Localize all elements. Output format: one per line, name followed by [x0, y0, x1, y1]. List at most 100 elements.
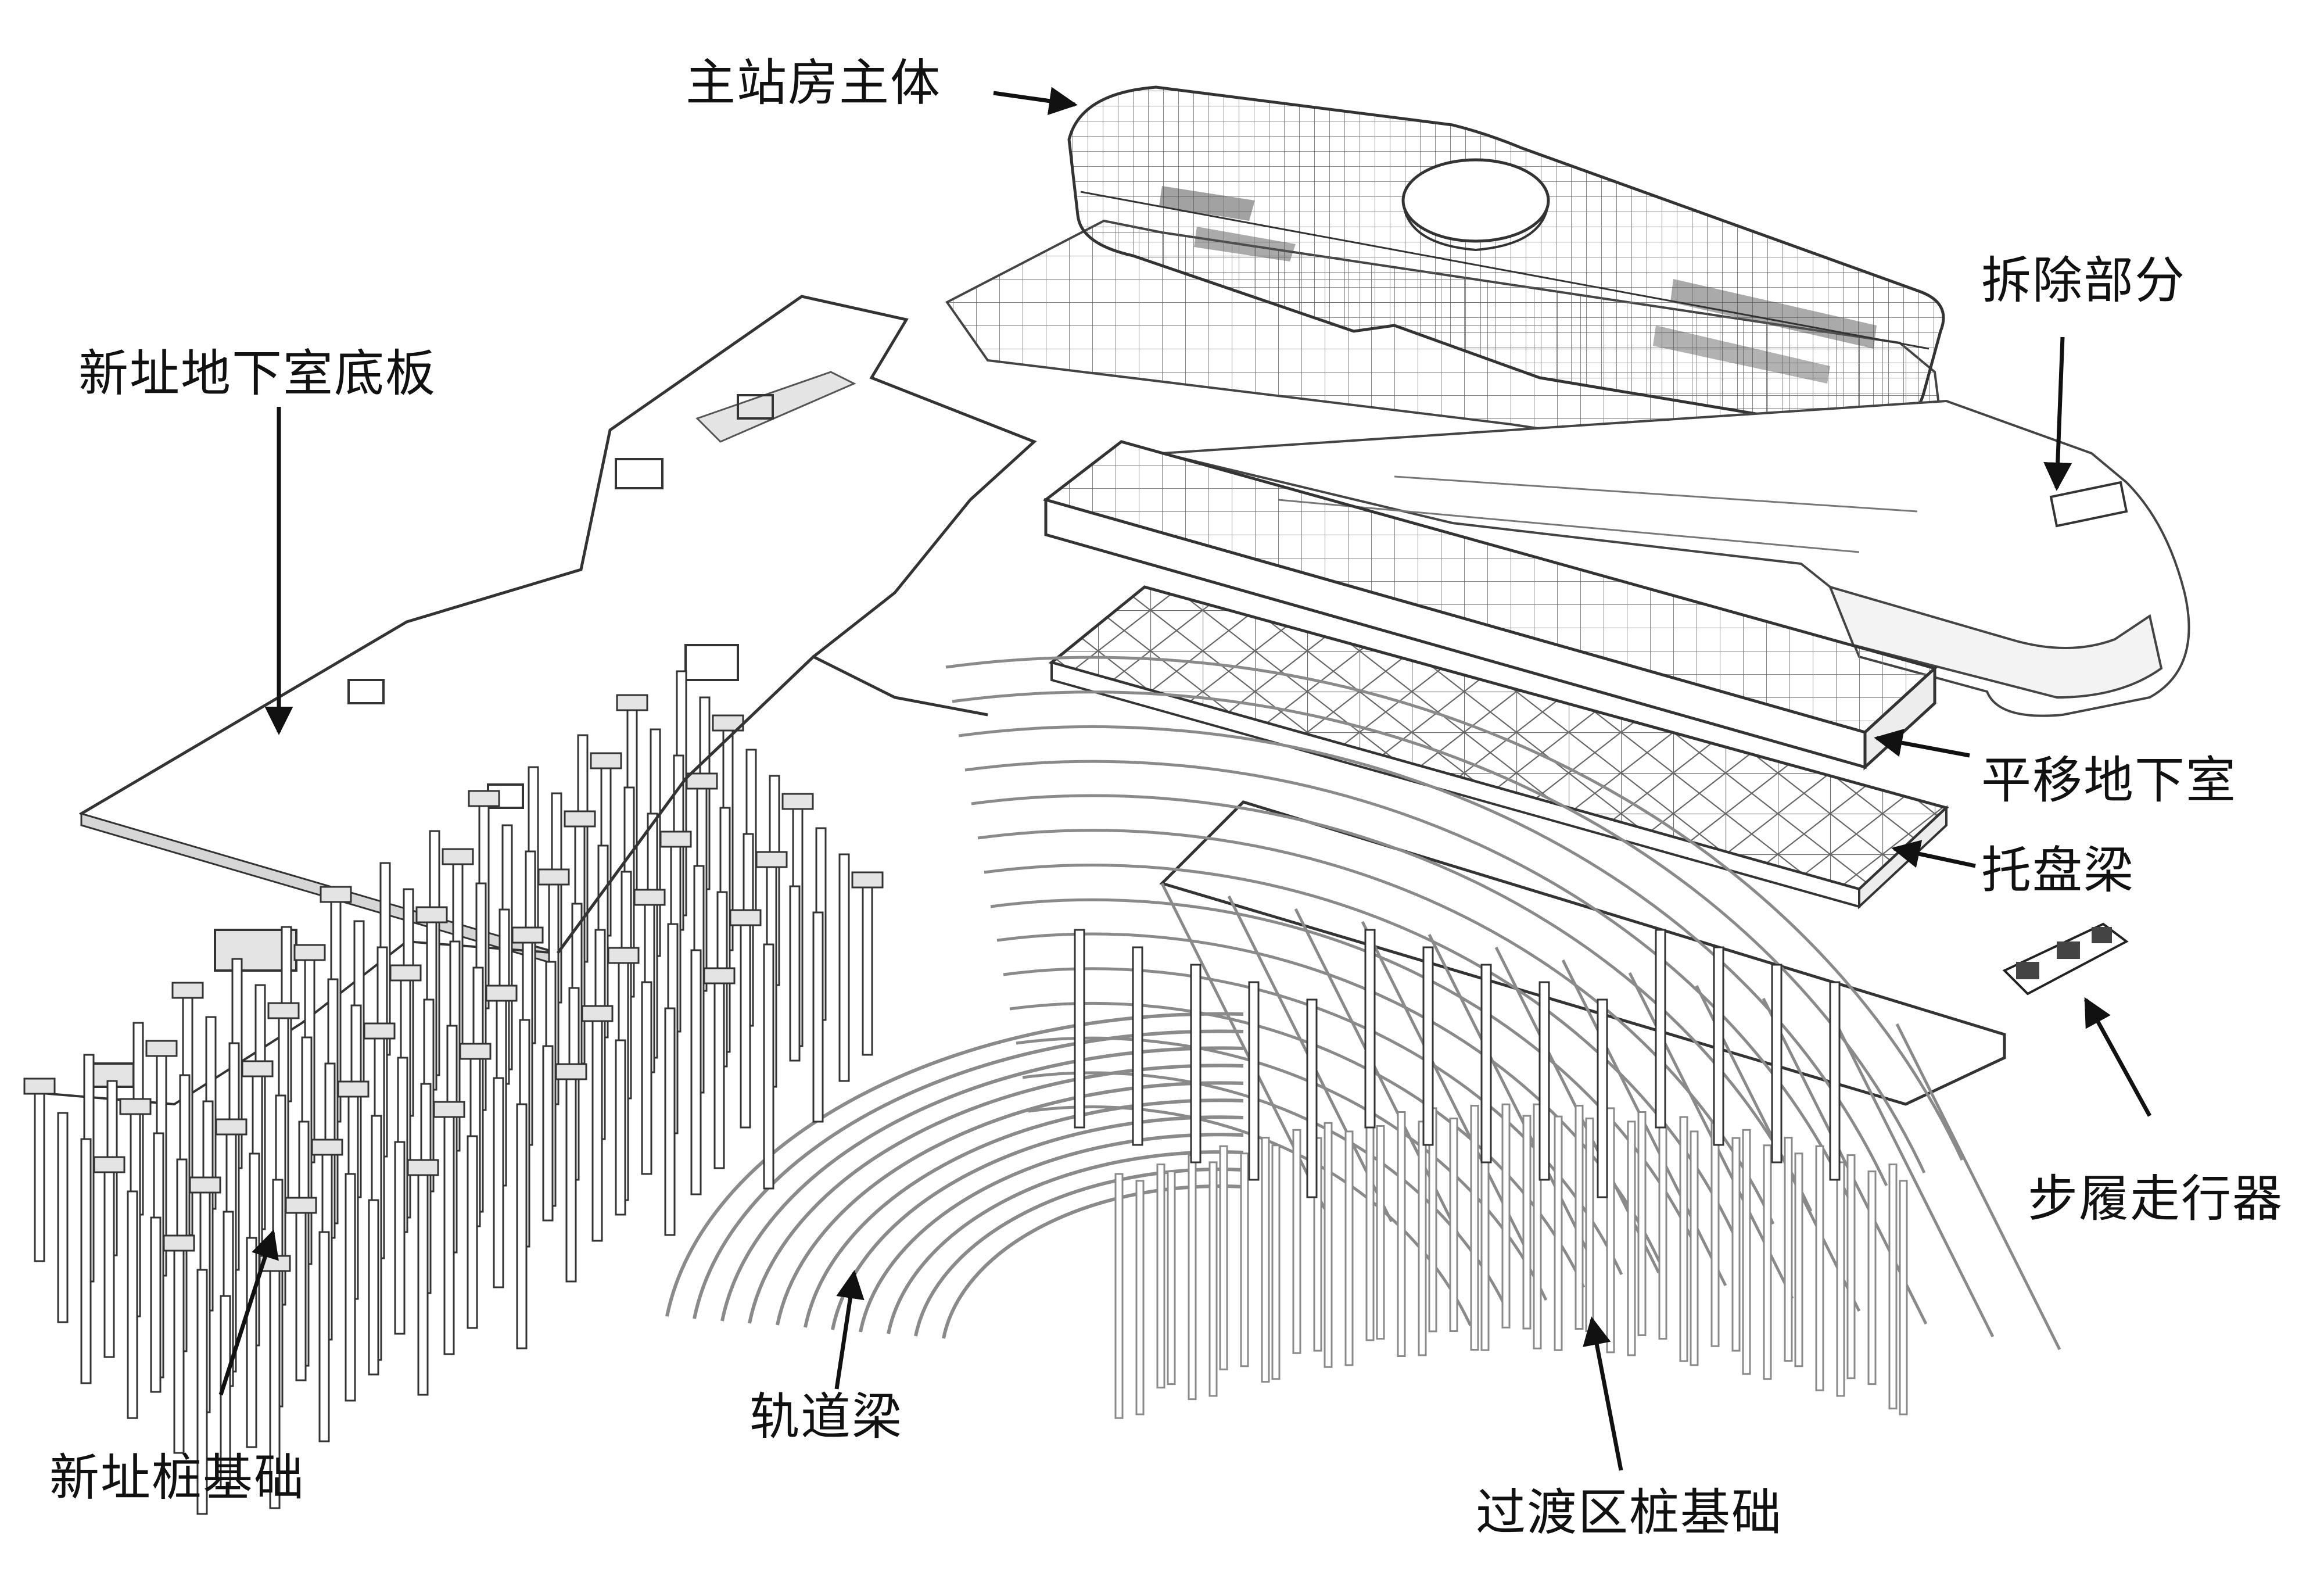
transition-tall-pile [1714, 947, 1723, 1145]
demolished-line-1 [1394, 477, 1917, 511]
new-site-pile [128, 1191, 137, 1418]
new-site-pile [593, 1014, 602, 1241]
walker-part-2 [2057, 941, 2080, 959]
pile-cap [783, 794, 813, 809]
pile-cap [460, 1044, 490, 1059]
transition-tall-pile [1540, 982, 1549, 1180]
new-site-pile [198, 1270, 207, 1514]
new-site-pile [543, 1046, 553, 1220]
slab-opening-5 [738, 395, 773, 418]
new-site-pile [369, 1200, 378, 1374]
new-site-pile [395, 1142, 404, 1334]
leader-arrows [221, 87, 2150, 1470]
dome-base [1403, 201, 1548, 250]
transition-tall-pile [1482, 965, 1491, 1162]
transition-radial-beam [1429, 935, 1592, 1260]
label-walker: 步履走行器 [2028, 1170, 2283, 1228]
transition-tall-pile [1191, 965, 1200, 1162]
transition-radial-beam [1897, 1024, 2060, 1349]
transition-tall-pile [1830, 982, 1839, 1180]
new-site-pile [566, 1072, 576, 1281]
new-site-pile [174, 1244, 184, 1453]
transition-curved-beam [965, 761, 1849, 1198]
demolished-line-2 [1278, 500, 1859, 552]
pile-cap [338, 1082, 368, 1097]
transition-pile [1168, 1172, 1175, 1384]
new-site-pile [247, 1238, 256, 1447]
pile-cap [539, 869, 569, 885]
new-site-piles [24, 657, 988, 1514]
pile-cap [556, 1064, 586, 1079]
new-site-pile [790, 886, 799, 1061]
transition-pile [1712, 1123, 1719, 1346]
transition-pile [1576, 1106, 1583, 1329]
transition-pile [1523, 1116, 1530, 1329]
transition-pile [1743, 1130, 1750, 1374]
track-beam-arc [805, 1100, 1243, 1327]
transition-pile [1450, 1118, 1457, 1331]
transition-pile [1157, 1165, 1164, 1388]
transition-curved-beam [1016, 1038, 1546, 1300]
transition-pile [1795, 1154, 1802, 1366]
new-site-pile [105, 1165, 114, 1357]
transition-zone-structure [946, 657, 2060, 1418]
pile-cap [730, 910, 761, 925]
track-beam-arc [888, 1152, 1243, 1334]
pile-cap [434, 1102, 464, 1117]
new-site-pile [840, 854, 849, 1081]
main-station-body [947, 87, 1943, 459]
pile-cap [469, 791, 499, 806]
transition-curved-beam [978, 830, 1773, 1224]
transition-pile [1680, 1117, 1687, 1361]
pile-cap [390, 965, 421, 980]
pile-cap [24, 1079, 55, 1094]
pile-cap [582, 1006, 612, 1021]
pile-cap [512, 928, 543, 943]
transition-tall-pile [1423, 947, 1433, 1145]
arrow-transition-piles [1583, 1316, 1621, 1470]
transition-pile [1868, 1172, 1875, 1384]
transition-pile [1502, 1104, 1509, 1327]
new-site-pile [418, 1168, 428, 1395]
transition-tall-pile [1075, 930, 1084, 1127]
roof-ridge [1081, 192, 1929, 349]
transition-pile [1210, 1162, 1217, 1396]
new-site-pile [691, 950, 701, 1194]
pile-cap [634, 890, 665, 905]
slab-opening-2 [686, 645, 738, 680]
demolished-part [1162, 401, 2189, 716]
transition-pile [1220, 1146, 1227, 1369]
new-site-pile [296, 1206, 306, 1380]
track-beam-arc [722, 1048, 1243, 1321]
pile-cap [312, 1140, 342, 1155]
pile-cap [852, 872, 883, 887]
transition-curved-beam [984, 865, 1735, 1237]
transition-curved-beam [971, 796, 1811, 1211]
transition-pile [1691, 1132, 1698, 1365]
transition-pile [1325, 1123, 1332, 1367]
transition-pile [1659, 1126, 1666, 1338]
transition-pile [1367, 1117, 1373, 1340]
walker-part-3 [2092, 927, 2112, 943]
transition-pile [1272, 1145, 1279, 1379]
transition-tall-pile [1772, 965, 1781, 1162]
transition-pile [1816, 1146, 1823, 1390]
track-beams [667, 1014, 1243, 1338]
station-dome [1403, 160, 1548, 241]
track-beam-arc [860, 1134, 1243, 1332]
pile-cap [321, 887, 351, 902]
pile-cap [661, 832, 691, 847]
transition-pile [1837, 1162, 1844, 1396]
slab-opening-4 [349, 680, 383, 703]
transition-pile [1607, 1108, 1614, 1352]
new-site-pile [642, 982, 651, 1174]
transition-pile [1638, 1112, 1645, 1335]
transition-curved-beam [946, 657, 1962, 1160]
window-band-left-2 [1194, 227, 1296, 262]
demolished-stair [2051, 482, 2126, 526]
pile-cap [713, 715, 743, 731]
pile-cap [173, 983, 203, 998]
pile-cap [486, 986, 517, 1001]
